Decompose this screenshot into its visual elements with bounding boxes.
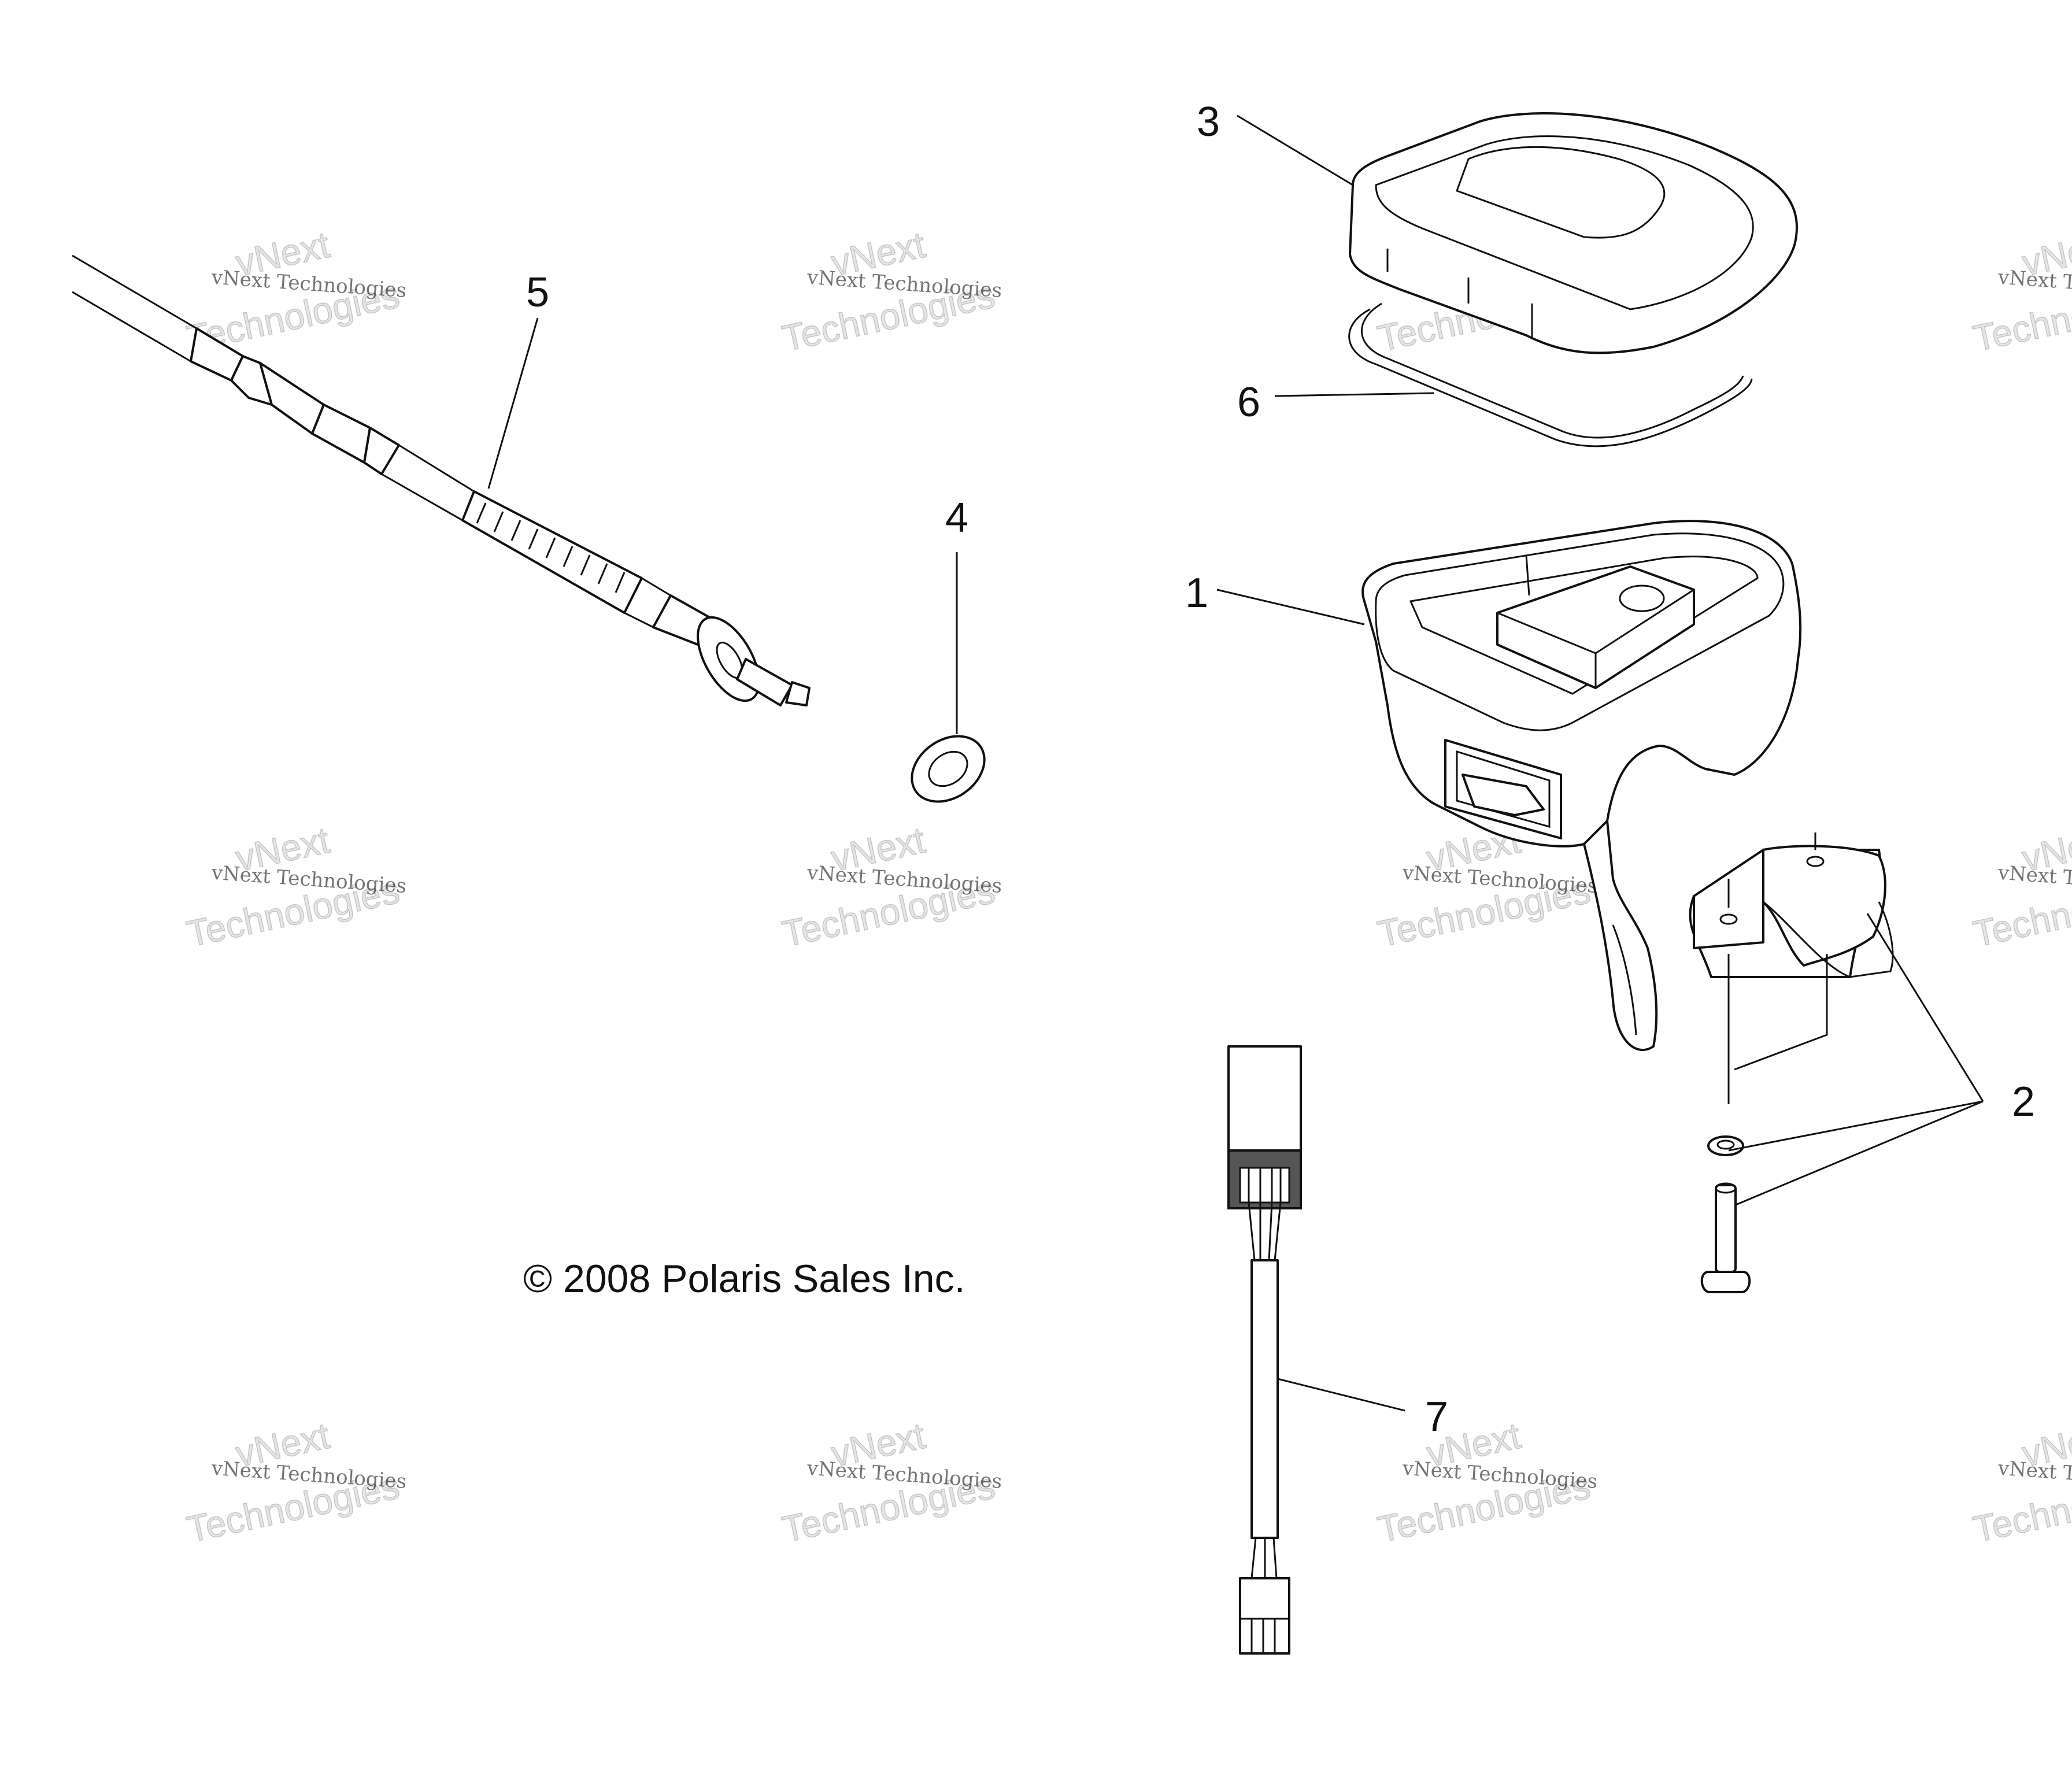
leader-2: [1728, 913, 1984, 1207]
leader-5: [487, 317, 539, 489]
watermark: vNext Technologies vNext Technologies: [1969, 223, 2072, 360]
callout-7: 7: [1425, 1394, 1448, 1440]
watermark: vNext Technologies vNext Technologies: [778, 1414, 1003, 1551]
callout-3: 3: [1197, 99, 1220, 145]
part-4-washer: 4: [911, 495, 986, 803]
callout-6: 6: [1237, 379, 1260, 426]
callout-4: 4: [945, 495, 968, 541]
watermark: vNext Technologies vNext Technologies: [1969, 1414, 2072, 1551]
part-5-cable: 5: [72, 254, 811, 706]
svg-text:vNext Technologies: vNext Technologies: [1997, 861, 2072, 898]
part-7-harness: 7: [1227, 1045, 1448, 1655]
watermark: vNext Technologies vNext Technologies: [183, 223, 408, 360]
screw: [1700, 1182, 1751, 1293]
leader-3: [1237, 114, 1353, 186]
watermark: vNext Technologies vNext Technologies: [1374, 1414, 1599, 1551]
lock-washer: [1707, 1135, 1744, 1156]
copyright-notice: © 2008 Polaris Sales Inc.: [523, 1257, 965, 1301]
part-2-clamp: 2: [1689, 832, 2035, 1293]
part-1-housing: 1: [1185, 520, 1802, 1051]
callout-1: 1: [1185, 570, 1208, 616]
leader-1: [1216, 589, 1365, 626]
part-6-seal: 6: [1237, 302, 1753, 447]
watermark: vNext Technologies vNext Technologies: [183, 1414, 408, 1551]
leader-6: [1274, 392, 1434, 397]
part-3-cover: 3: [1197, 99, 1798, 354]
watermark: vNext Technologies vNext Technologies: [778, 223, 1003, 360]
watermark: vNext Technologies vNext Technologies: [778, 819, 1003, 955]
svg-text:vNext Technologies: vNext Technologies: [1997, 1457, 2072, 1494]
cable-threads: [476, 502, 626, 593]
watermark: vNext Technologies vNext Technologies: [183, 819, 408, 955]
svg-text:vNext Technologies: vNext Technologies: [1997, 266, 2072, 303]
callout-2: 2: [2012, 1079, 2035, 1125]
watermark: vNext Technologies vNext Technologies: [1969, 819, 2072, 955]
leader-7: [1277, 1378, 1405, 1412]
callout-5: 5: [526, 269, 549, 316]
